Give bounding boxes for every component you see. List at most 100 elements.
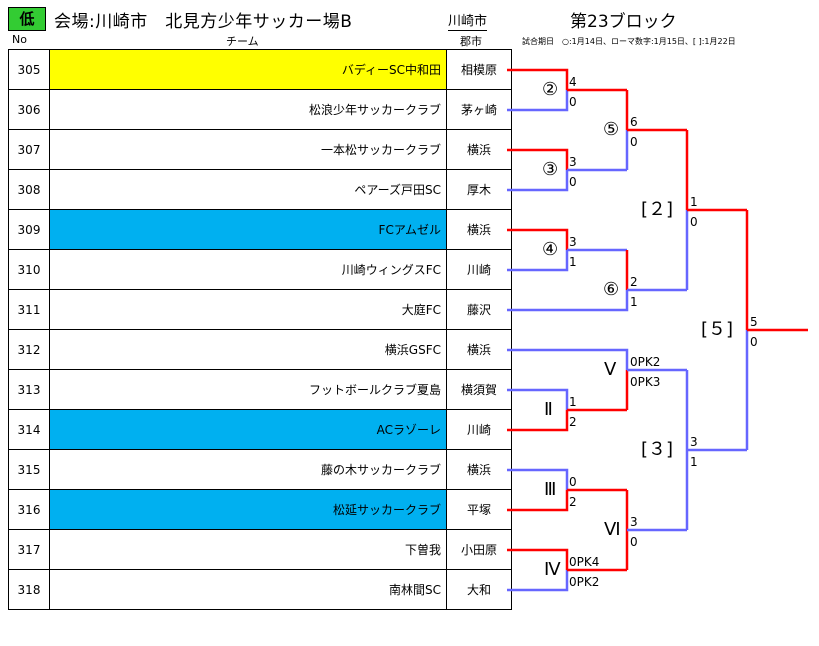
team-name: 一本松サッカークラブ [49, 129, 447, 170]
match-label-roman-6: Ⅵ [604, 519, 621, 540]
column-header-no: No [12, 33, 27, 46]
team-city: 小田原 [446, 529, 512, 570]
team-number: 318 [8, 569, 50, 610]
team-name: 松浪少年サッカークラブ [49, 89, 447, 130]
score-bracket-5-bottom: 0 [750, 335, 758, 349]
match-label-roman-4: Ⅳ [544, 559, 561, 580]
score-bracket-5-top: 5 [750, 315, 758, 329]
team-number: 315 [8, 449, 50, 490]
team-name: ACラゾーレ [49, 409, 447, 450]
bracket-line [507, 570, 569, 592]
score-roman-3-top: 0 [569, 475, 577, 489]
team-city: 川崎 [446, 409, 512, 450]
team-name: 大庭FC [49, 289, 447, 330]
venue-city: 川崎市 [448, 10, 488, 31]
venue-title: 会場:川崎市 北見方少年サッカー場B [54, 12, 353, 32]
score-3-bottom: 0 [569, 175, 577, 189]
bracket-line [507, 290, 629, 312]
match-label-bracket-5: [５] [701, 319, 734, 340]
score-2-bottom: 0 [569, 95, 577, 109]
bracket-line [507, 548, 569, 570]
team-number: 306 [8, 89, 50, 130]
match-label-5: ⑤ [603, 119, 620, 140]
score-roman-5-bottom: 0PK3 [630, 375, 661, 389]
bracket-line [507, 490, 569, 512]
score-roman-4-top: 0PK4 [569, 555, 600, 569]
score-6-top: 2 [630, 275, 638, 289]
team-name: FCアムゼル [49, 209, 447, 250]
score-roman-6-top: 3 [630, 515, 638, 529]
column-header-city: 郡市 [460, 35, 482, 48]
bracket-line [507, 170, 569, 192]
team-city: 大和 [446, 569, 512, 610]
match-label-6: ⑥ [603, 279, 620, 300]
match-label-roman-5: Ⅴ [604, 359, 617, 380]
bracket-line [507, 250, 569, 272]
block-title: 第23ブロック [570, 12, 677, 32]
score-roman-4-bottom: 0PK2 [569, 575, 600, 589]
team-number: 312 [8, 329, 50, 370]
team-name: ペアーズ戸田SC [49, 169, 447, 210]
team-number: 309 [8, 209, 50, 250]
score-3-top: 3 [569, 155, 577, 169]
bracket-line [507, 468, 569, 490]
match-label-roman-3: Ⅲ [544, 479, 557, 500]
team-city: 横浜 [446, 449, 512, 490]
match-label-4: ④ [542, 239, 559, 260]
team-name: 松延サッカークラブ [49, 489, 447, 530]
score-5-bottom: 0 [630, 135, 638, 149]
bracket-line [507, 410, 569, 432]
score-roman-6-bottom: 0 [630, 535, 638, 549]
score-4-bottom: 1 [569, 255, 577, 269]
bracket-line [507, 388, 569, 410]
team-city: 横須賀 [446, 369, 512, 410]
team-name: 横浜GSFC [49, 329, 447, 370]
score-6-bottom: 1 [630, 295, 638, 309]
team-number: 317 [8, 529, 50, 570]
bracket-line [507, 348, 629, 370]
match-dates-note: 試合期日 ○:1月14日、ローマ数字:1月15日、[ ]:1月22日 [522, 37, 736, 46]
score-roman-2-top: 1 [569, 395, 577, 409]
bracket-line [507, 228, 569, 250]
team-number: 313 [8, 369, 50, 410]
match-label-bracket-2: [２] [641, 199, 674, 220]
score-bracket-2-bottom: 0 [690, 215, 698, 229]
team-name: バディーSC中和田 [49, 49, 447, 90]
column-header-team: チーム [226, 35, 259, 48]
score-roman-3-bottom: 2 [569, 495, 577, 509]
score-4-top: 3 [569, 235, 577, 249]
team-city: 平塚 [446, 489, 512, 530]
team-name: 藤の木サッカークラブ [49, 449, 447, 490]
team-city: 厚木 [446, 169, 512, 210]
bracket-line [507, 68, 569, 90]
score-roman-2-bottom: 2 [569, 415, 577, 429]
score-bracket-3-bottom: 1 [690, 455, 698, 469]
team-city: 横浜 [446, 209, 512, 250]
match-label-3: ③ [542, 159, 559, 180]
team-name: フットボールクラブ夏島 [49, 369, 447, 410]
score-5-top: 6 [630, 115, 638, 129]
score-bracket-2-top: 1 [690, 195, 698, 209]
score-2-top: 4 [569, 75, 577, 89]
level-badge: 低 [8, 7, 46, 31]
score-roman-5-top: 0PK2 [630, 355, 661, 369]
match-label-bracket-3: [３] [641, 439, 674, 460]
score-bracket-3-top: 3 [690, 435, 698, 449]
team-name: 南林間SC [49, 569, 447, 610]
team-city: 川崎 [446, 249, 512, 290]
match-label-roman-2: Ⅱ [544, 399, 553, 420]
bracket-line [507, 148, 569, 170]
bracket-line [507, 90, 569, 112]
match-label-2: ② [542, 79, 559, 100]
